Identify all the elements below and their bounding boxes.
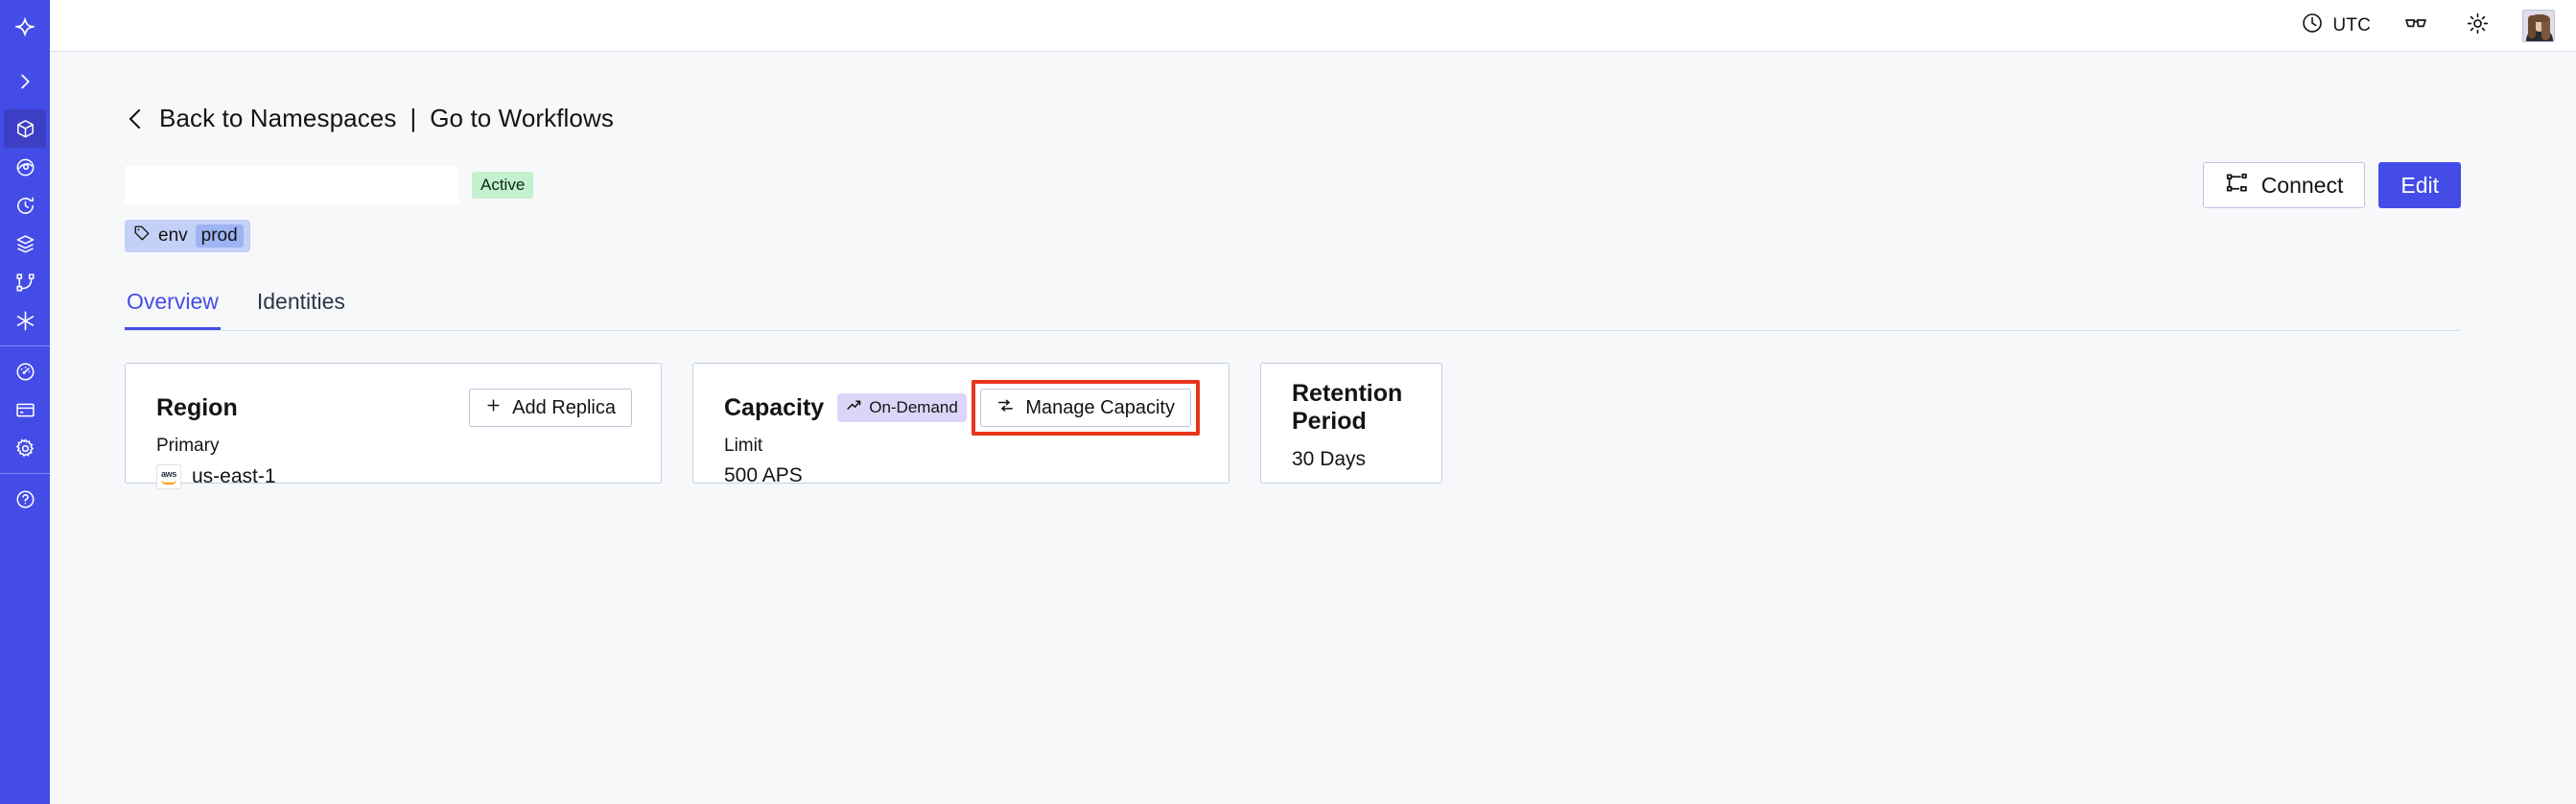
sidebar-item-observability[interactable] [4, 148, 46, 186]
sidebar-item-billing[interactable] [4, 390, 46, 429]
region-primary-label: Primary [156, 436, 220, 456]
breadcrumb-back-link[interactable]: Back to Namespaces [159, 104, 397, 132]
connect-button-label: Connect [2260, 172, 2344, 198]
avatar-fringe [2531, 13, 2548, 22]
timezone-selector[interactable]: UTC [2301, 12, 2371, 40]
add-replica-button[interactable]: Add Replica [469, 389, 632, 427]
plus-icon [485, 397, 502, 419]
gauge-icon [14, 361, 36, 383]
breadcrumb-workflows-link[interactable]: Go to Workflows [430, 104, 614, 132]
primary-sidebar [0, 0, 50, 804]
chevron-right-icon [14, 71, 35, 92]
namespace-header-row: Active [125, 162, 2461, 208]
tag-key: env [158, 225, 188, 246]
sidebar-item-namespaces[interactable] [4, 109, 46, 148]
aws-logo-icon: aws [156, 464, 181, 489]
tag-chip-env[interactable]: env prod [125, 220, 250, 252]
page-content: Back to Namespaces | Go to Workflows Act… [50, 52, 2576, 804]
edit-button[interactable]: Edit [2378, 162, 2461, 208]
tag-icon [133, 225, 151, 248]
region-value-row: aws us-east-1 [156, 464, 632, 489]
layers-icon [14, 233, 36, 255]
capacity-card-header: Capacity On-Demand [724, 380, 1200, 436]
region-card: Region Add Replica Pr [125, 363, 662, 489]
credit-card-icon [14, 399, 36, 421]
clock-icon [2301, 12, 2324, 40]
namespace-tabs: Overview Identities [125, 285, 2461, 331]
capacity-limit-label: Limit [724, 436, 763, 456]
tab-overview[interactable]: Overview [125, 285, 221, 330]
avatar-hair-left [2528, 14, 2536, 38]
trend-up-icon [846, 397, 862, 418]
main-column: UTC [50, 0, 2576, 804]
sidebar-item-nexus[interactable] [4, 301, 46, 340]
retention-card-header: Retention Period [1292, 380, 1413, 435]
brand-logo-button[interactable] [0, 0, 50, 54]
sidebar-item-schedules[interactable] [4, 186, 46, 225]
sidebar-primary-group [0, 109, 50, 340]
breadcrumb: Back to Namespaces | Go to Workflows [125, 104, 2461, 133]
sidebar-item-help[interactable] [4, 480, 46, 518]
manage-capacity-button[interactable]: Manage Capacity [980, 389, 1191, 427]
namespace-tags: env prod [125, 220, 2461, 252]
eye-icon [14, 156, 36, 178]
tag-value: prod [195, 225, 244, 248]
add-replica-label: Add Replica [512, 396, 616, 418]
sun-icon [2466, 12, 2490, 40]
help-circle-icon [14, 488, 36, 510]
capacity-mode-badge: On-Demand [837, 393, 967, 422]
retention-card: Retention Period 30 Days [1260, 363, 1442, 484]
capacity-limit-value: 500 APS [724, 464, 803, 486]
connect-flow-icon [2225, 171, 2249, 201]
theme-toggle-button[interactable] [2461, 10, 2494, 42]
git-branch-icon [14, 272, 36, 294]
sidebar-secondary-group [0, 352, 50, 467]
region-card-title: Region [156, 393, 238, 421]
tab-identities[interactable]: Identities [256, 289, 345, 314]
capacity-card-title: Capacity [724, 393, 825, 421]
overview-cards: Region Add Replica Pr [125, 363, 2461, 489]
manage-capacity-label: Manage Capacity [1025, 396, 1175, 418]
timezone-label: UTC [2332, 14, 2371, 35]
data-encoder-button[interactable] [2400, 10, 2432, 42]
cube-icon [14, 118, 36, 140]
sidebar-divider-1 [0, 345, 50, 346]
sidebar-divider-2 [0, 473, 50, 474]
manage-capacity-annotation: Manage Capacity [972, 380, 1200, 436]
page-title [125, 166, 458, 204]
sliders-icon [996, 396, 1015, 420]
capacity-card: Capacity On-Demand [692, 363, 1229, 486]
chevron-left-icon[interactable] [125, 106, 146, 131]
gear-icon [14, 437, 36, 460]
asterisk-icon [13, 309, 37, 333]
breadcrumb-separator: | [410, 104, 417, 132]
top-header-bar: UTC [50, 0, 2576, 52]
sidebar-item-workflows[interactable] [4, 225, 46, 263]
edit-button-label: Edit [2400, 172, 2439, 198]
history-icon [14, 195, 36, 217]
glasses-icon [2403, 11, 2428, 40]
aws-logo-swoosh [161, 480, 176, 485]
status-badge: Active [472, 171, 534, 200]
sidebar-item-usage[interactable] [4, 352, 46, 390]
retention-value: 30 Days [1292, 448, 1367, 470]
aws-logo-text: aws [160, 468, 177, 479]
region-value: us-east-1 [192, 465, 276, 487]
sidebar-expand-button[interactable] [0, 54, 50, 109]
retention-card-title: Retention Period [1292, 380, 1403, 435]
avatar[interactable] [2522, 9, 2555, 42]
sidebar-item-settings[interactable] [4, 429, 46, 467]
capacity-mode-label: On-Demand [869, 398, 958, 416]
avatar-hair-right [2541, 14, 2550, 40]
temporal-logo-icon [12, 14, 37, 39]
connect-button[interactable]: Connect [2202, 162, 2366, 208]
region-card-header: Region Add Replica [156, 389, 632, 427]
sidebar-item-task-queues[interactable] [4, 263, 46, 301]
